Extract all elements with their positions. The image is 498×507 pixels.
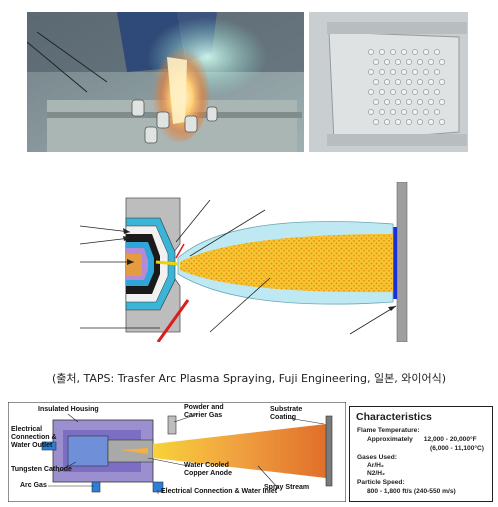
label-arc-gas: Arc Gas [20,482,47,489]
particle-speed-label: Particle Speed: [357,479,405,486]
spray-stream [153,424,326,478]
plasma-gun-schematic: Insulated Housing Electrical Connection … [7,401,347,503]
plate-hole [428,99,434,105]
plate-hole [423,69,429,75]
substrate-coating [393,227,397,299]
flame-temperature-value: Approximately 12,000 - 20,000°F [367,436,477,443]
plate-hole [379,49,385,55]
gases-used-label: Gases Used: [357,454,397,461]
plate-hole [439,99,445,105]
photo-plasma-torch [27,12,304,152]
flame-temperature-celsius: (6,000 - 11,100°C) [430,445,484,452]
plate-hole [390,109,396,115]
label-spray-stream: Spray Stream [264,484,310,491]
plate-hole [368,69,374,75]
particle-speed-value: 800 - 1,800 ft/s (240-550 m/s) [367,488,456,495]
plate-hole [373,99,379,105]
plate-hole [428,79,434,85]
plate-hole [373,59,379,65]
label-electrical-connection-water-inlet: Electrical Connection & Water Inlet [161,488,278,495]
label-water-cooled-copper-anode: Water Cooled Copper Anode [184,462,232,477]
substrate-plate [396,181,408,343]
plate-hole [379,109,385,115]
plate-hole [368,49,374,55]
plate-hole [406,79,412,85]
plate-hole [417,79,423,85]
gas-n2-h2: N2/H₂ [367,470,385,477]
label-substrate-coating: Substrate Coating [270,406,303,421]
plate-hole [401,49,407,55]
plate-hole [401,109,407,115]
label-electrical-connection-water-outlet: Electrical Connection & Water Outlet [11,426,57,449]
plate-hole [428,59,434,65]
plate-hole [384,99,390,105]
plate-hole [395,99,401,105]
plate-hole [412,69,418,75]
plate-hole [368,89,374,95]
plate-photo-graphic [309,12,468,152]
plate-hole [412,89,418,95]
plate-hole [390,69,396,75]
plate-hole [384,119,390,125]
cross-section-svg [79,181,408,343]
plate-hole [401,69,407,75]
label-tungsten-cathode: Tungsten Cathode [11,466,72,473]
substrate [325,415,333,487]
plate-hole [390,49,396,55]
plate-hole [384,59,390,65]
label-powder-carrier-gas: Powder and Carrier Gas [184,404,224,419]
torch-photo-graphic [27,12,304,152]
characteristics-title: Characteristics [356,411,432,423]
characteristics-panel: Characteristics Flame Temperature: Appro… [349,406,493,502]
plate-hole [373,79,379,85]
plate-hole [434,49,440,55]
plate-hole [417,99,423,105]
plate-hole [423,109,429,115]
plate-hole [406,59,412,65]
plate-hole [373,119,379,125]
plate-hole [401,89,407,95]
schematic-svg [7,401,347,503]
gas-ar-h2: Ar/H₂ [367,462,384,469]
plate-hole [417,119,423,125]
flame-temperature-label: Flame Temperature: [357,427,420,434]
torch-cross-section-diagram [60,181,430,343]
plate-hole [417,59,423,65]
plate-hole [428,119,434,125]
plate-hole [434,89,440,95]
label-insulated-housing: Insulated Housing [38,406,99,413]
plate-hole [434,109,440,115]
plate-hole [412,49,418,55]
plate-hole [439,59,445,65]
plate-hole [368,109,374,115]
plate-hole [434,69,440,75]
plate-hole [395,79,401,85]
plate-hole [423,49,429,55]
plate-hole [395,119,401,125]
plate-hole [412,109,418,115]
plate-hole [379,69,385,75]
feed-wire [156,299,190,343]
plate-hole [439,79,445,85]
plate-hole [423,89,429,95]
plate-hole [439,119,445,125]
plate-hole [406,119,412,125]
particle-stream [180,234,393,293]
plate-hole [384,79,390,85]
photo-sprayed-plate [309,12,468,152]
plate-hole [406,99,412,105]
plate-hole [390,89,396,95]
plate-hole [395,59,401,65]
plate-hole [379,89,385,95]
source-caption: (출처, TAPS: Trasfer Arc Plasma Spraying, … [52,372,446,385]
